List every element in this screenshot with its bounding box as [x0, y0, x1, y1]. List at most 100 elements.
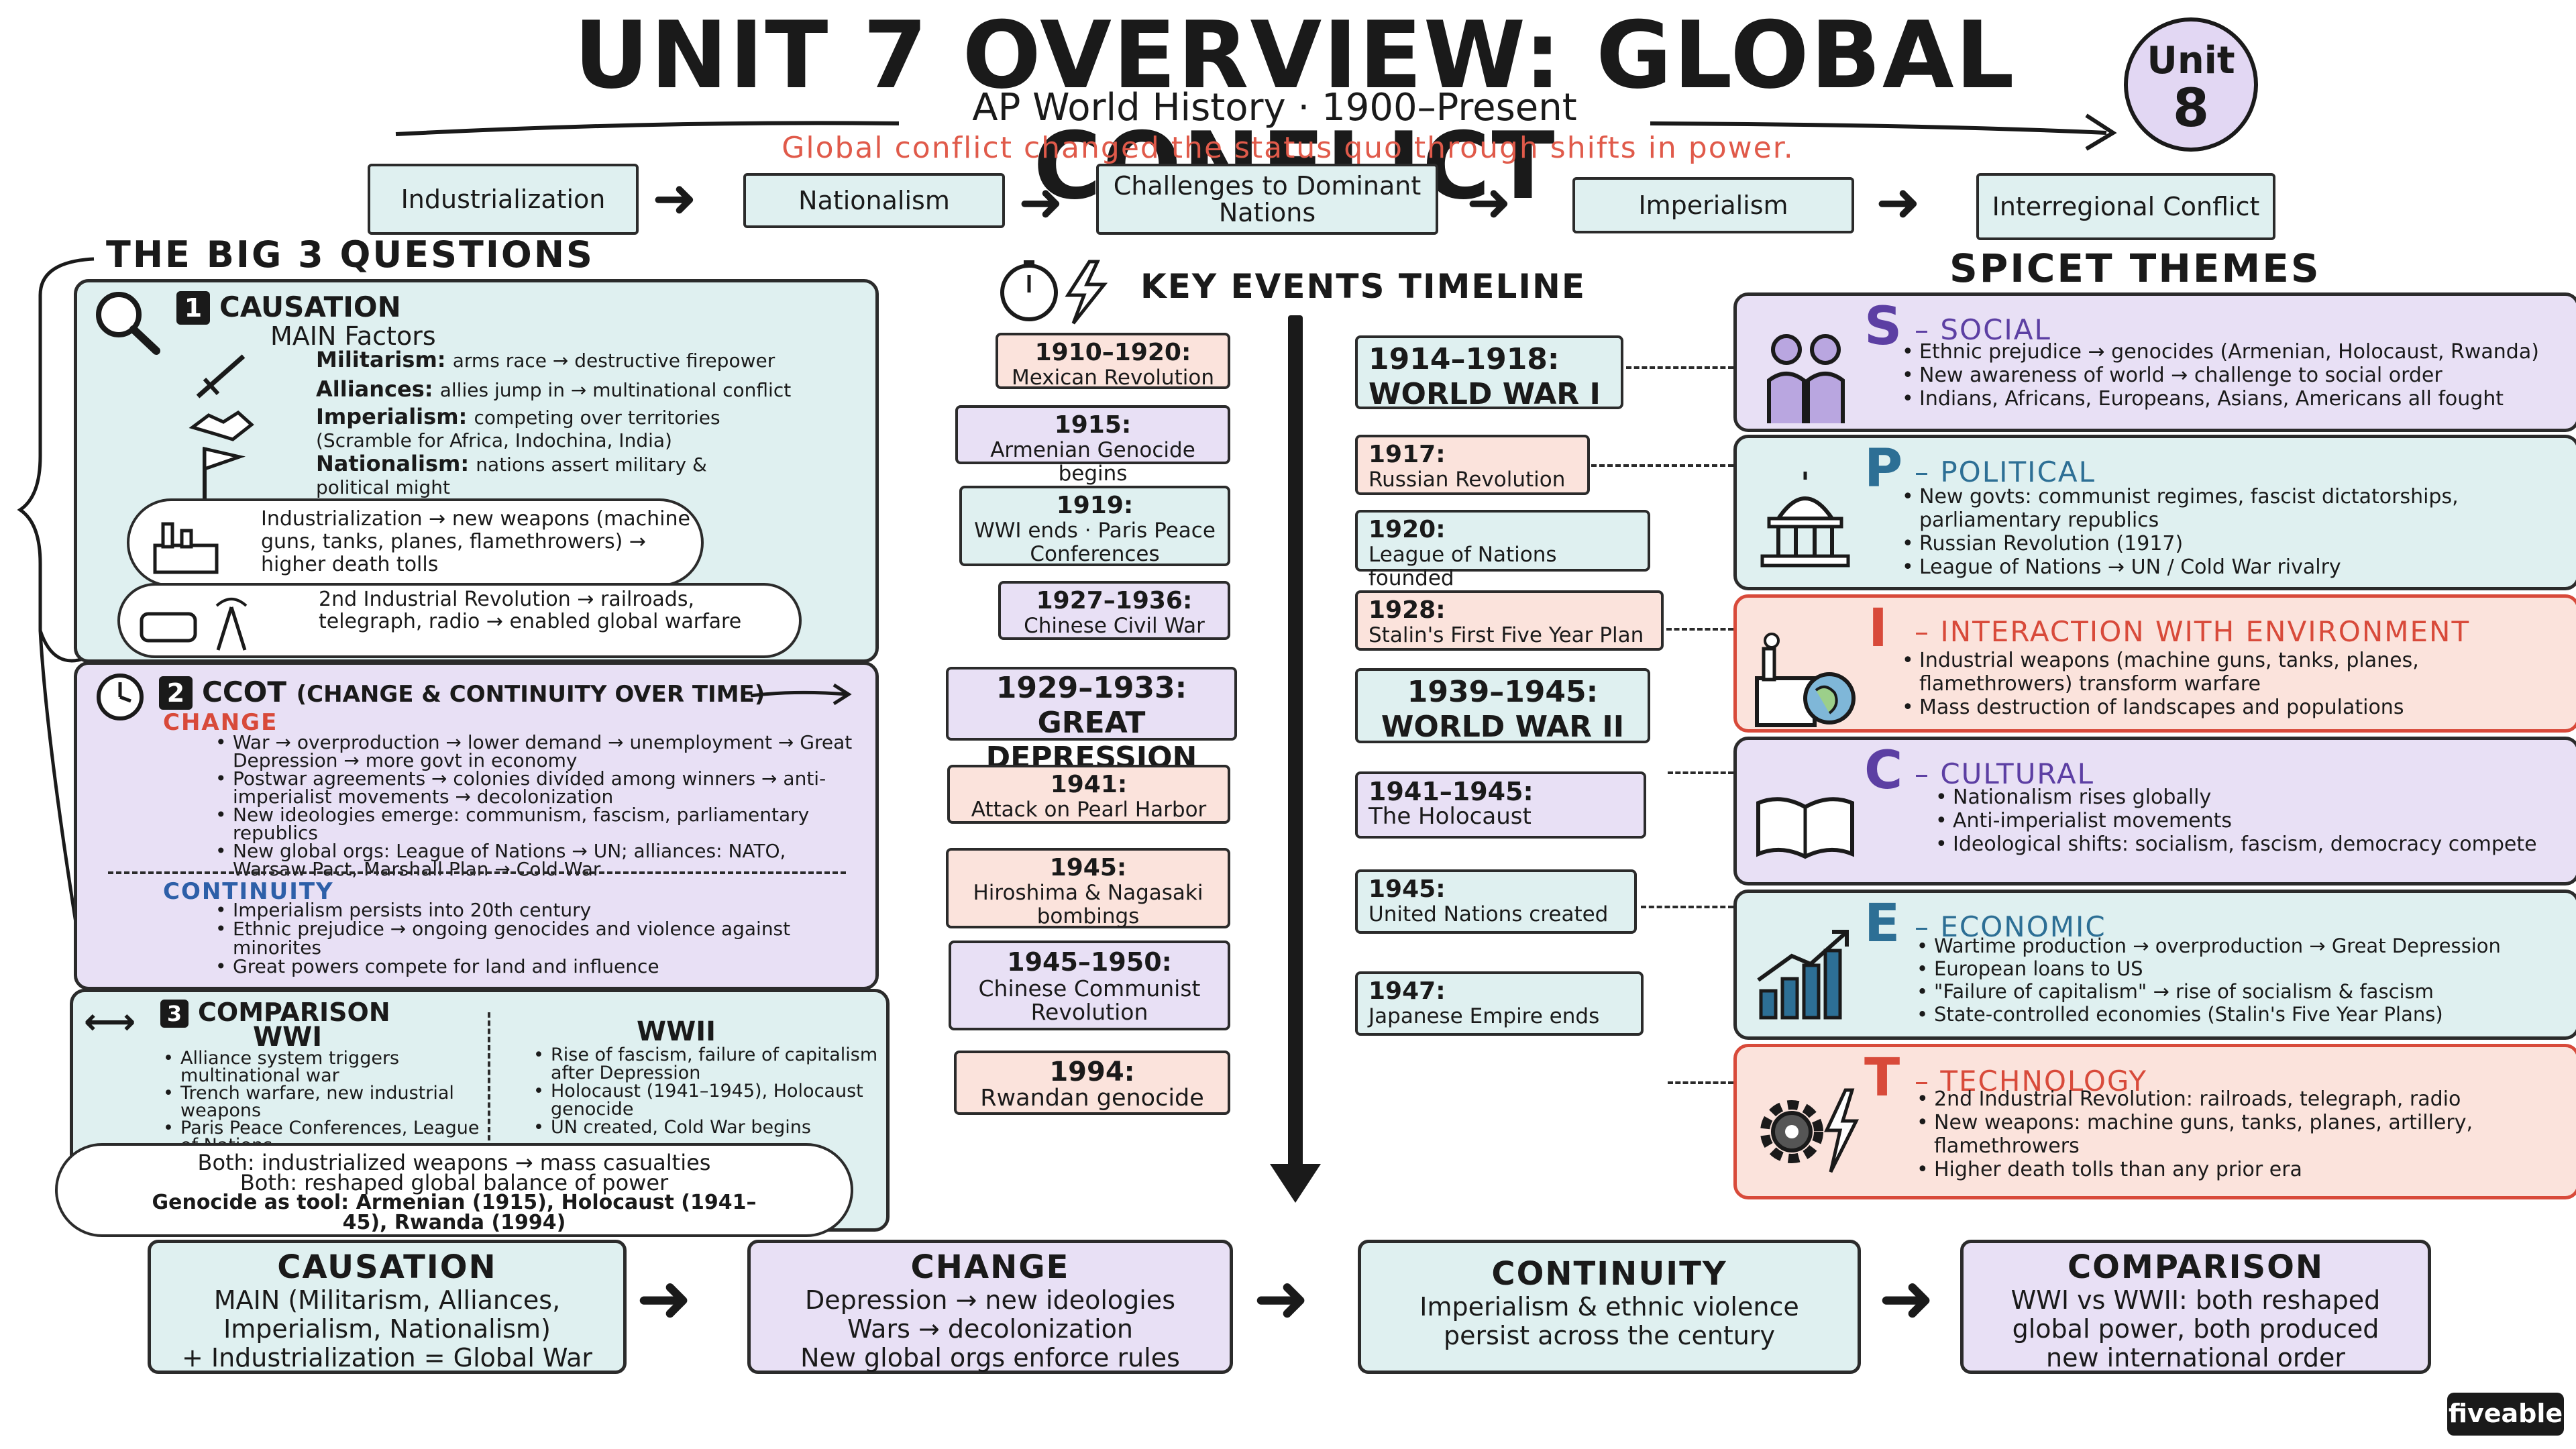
summary-line: Depression → new ideologies: [804, 1285, 1175, 1315]
militarism-factor: Militarism: arms race → destructive fire…: [316, 347, 866, 374]
event-world-war-1: 1914–1918:WORLD WAR I: [1355, 335, 1623, 411]
event-name: WWI ends · Paris Peace Conferences: [974, 519, 1216, 566]
flow-imperialism: Imperialism: [1572, 177, 1854, 233]
event-name: Mexican Revolution: [1012, 366, 1214, 390]
event-name: WORLD WAR II: [1381, 710, 1625, 744]
event-mexican-revolution: 1910–1920:Mexican Revolution: [996, 333, 1230, 390]
theme-social: S – SOCIAL Ethnic prejudice → genocides …: [1733, 292, 2576, 432]
list-item: "Failure of capitalism" → rise of social…: [1913, 980, 2557, 1003]
event-date: 1941–1945:: [1368, 777, 1534, 806]
event-name: Chinese Civil War: [1024, 614, 1205, 638]
event-holocaust: 1941–1945:The Holocaust: [1355, 771, 1646, 839]
event-date: 1941:: [1050, 771, 1128, 798]
list-item: 2nd Industrial Revolution: railroads, te…: [1913, 1087, 2557, 1111]
summary-line: New global orgs enforce rules: [800, 1343, 1180, 1373]
event-name: Hiroshima & Nagasaki bombings: [973, 881, 1203, 928]
industrialization-cloud: Industrialization → new weapons (machine…: [127, 498, 704, 587]
summary-line: new international order: [2046, 1343, 2345, 1373]
lightning-icon: [1065, 260, 1108, 325]
event-date: 1947:: [1368, 977, 1446, 1005]
double-arrow-icon: ⟷: [84, 1000, 136, 1042]
event-rwandan-genocide: 1994:Rwandan genocide: [954, 1051, 1230, 1115]
stopwatch-icon: [1000, 260, 1058, 321]
causation-number: 1: [176, 291, 210, 325]
list-item: Industrial weapons (machine guns, tanks,…: [1898, 649, 2557, 696]
flow-industrialization: Industrialization: [368, 164, 639, 235]
theme-items: Nationalism rises globallyAnti-imperiali…: [1931, 786, 2557, 856]
summary-heading: COMPARISON: [2067, 1248, 2324, 1286]
fiveable-logo: fiveable: [2447, 1393, 2564, 1436]
summary-heading: CAUSATION: [277, 1248, 497, 1286]
second-ir-text: 2nd Industrial Revolution → railroads, t…: [319, 588, 742, 633]
summary-line: + Industrialization = Global War: [181, 1343, 593, 1373]
magnifier-icon: [96, 292, 160, 355]
connector-dash: [1591, 464, 1733, 467]
alliances-factor: Alliances: allies jump in → multinationa…: [316, 376, 866, 403]
list-item: Ideological shifts: socialism, fascism, …: [1931, 833, 2557, 856]
summary-line: Imperialism & ethnic violence: [1419, 1292, 1799, 1322]
list-item: Alliance system triggers multinational w…: [159, 1049, 481, 1085]
flow-arrow: ➜: [652, 167, 698, 229]
factory-globe-icon: [1755, 633, 1856, 727]
list-item: Wartime production → overproduction → Gr…: [1913, 934, 2557, 957]
summary-line: Wars → decolonization: [847, 1314, 1133, 1344]
flow-arrow: ➜: [1876, 171, 1921, 233]
list-item: Ethnic prejudice → genocides (Armenian, …: [1898, 340, 2557, 364]
event-date: 1945:: [1368, 875, 1446, 903]
both-cloud: Both: industrialized weapons → mass casu…: [55, 1143, 853, 1237]
summary-line: MAIN (Militarism, Alliances,: [213, 1285, 561, 1315]
main-factors-label: MAIN Factors: [270, 321, 436, 351]
industrialization-text: Industrialization → new weapons (machine…: [261, 507, 690, 576]
flow-challenges: Challenges to Dominant Nations: [1096, 164, 1438, 235]
ccot-divider: [108, 871, 846, 874]
event-name: The Holocaust: [1368, 803, 1532, 830]
book-icon: [1756, 797, 1854, 859]
list-item: Anti-imperialist movements: [1931, 809, 2557, 833]
flag-icon: [203, 446, 246, 501]
event-armenian-genocide: 1915:Armenian Genocide begins: [955, 405, 1230, 486]
alliances-key: Alliances:: [316, 376, 433, 402]
people-icon: [1767, 334, 1845, 423]
spicet-heading: SPICET THEMES: [1949, 246, 2321, 291]
event-name: League of Nations founded: [1368, 543, 1557, 590]
ccot-arrow: [750, 683, 852, 706]
capitol-icon: [1760, 472, 1850, 568]
summary-comparison: COMPARISON WWI vs WWII: both reshaped gl…: [1960, 1240, 2431, 1374]
event-date: 1939–1945:: [1407, 675, 1599, 709]
list-item: Higher death tolls than any prior era: [1913, 1158, 2557, 1181]
nationalism-key: Nationalism:: [316, 451, 470, 476]
theme-items: 2nd Industrial Revolution: railroads, te…: [1913, 1087, 2557, 1181]
tagline: Global conflict changed the status quo t…: [782, 131, 1794, 165]
sword-icon: [196, 354, 246, 398]
event-russian-revolution: 1917:Russian Revolution: [1355, 435, 1590, 495]
timeline-icons: [1000, 260, 1108, 325]
summary-heading: CONTINUITY: [1491, 1255, 1727, 1293]
genocide-line: Genocide as tool: Armenian (1915), Holoc…: [152, 1191, 757, 1234]
timeline-axis: [1288, 315, 1303, 1181]
summary-line: global power, both produced: [2012, 1314, 2379, 1344]
event-name: Armenian Genocide begins: [990, 438, 1195, 486]
unit-badge: Unit 8: [2124, 17, 2258, 152]
list-item: Trench warfare, new industrial weapons: [159, 1084, 481, 1120]
connector-dash: [1668, 771, 1733, 774]
theme-letter: C: [1864, 741, 1903, 801]
unit-badge-label: Unit: [2147, 39, 2235, 83]
list-item: Ethnic prejudice → ongoing genocides and…: [211, 920, 855, 957]
theme-political: P – POLITICAL New govts: communist regim…: [1733, 435, 2576, 590]
event-name: Russian Revolution: [1368, 468, 1566, 492]
event-pearl-harbor: 1941:Attack on Pearl Harbor: [947, 765, 1230, 824]
theme-items: Wartime production → overproduction → Gr…: [1913, 934, 2557, 1026]
event-name: United Nations created: [1368, 902, 1609, 926]
summary-change: CHANGE Depression → new ideologies Wars …: [747, 1240, 1233, 1374]
connector-dash: [1641, 906, 1733, 908]
list-item: Mass destruction of landscapes and popul…: [1898, 696, 2557, 719]
event-date: 1915:: [1054, 411, 1132, 439]
list-item: League of Nations → UN / Cold War rivalr…: [1898, 555, 2557, 579]
event-hiroshima-nagasaki: 1945:Hiroshima & Nagasaki bombings: [946, 848, 1230, 928]
connector-dash: [1666, 628, 1733, 631]
summary-arrow: ➜: [1253, 1259, 1309, 1338]
